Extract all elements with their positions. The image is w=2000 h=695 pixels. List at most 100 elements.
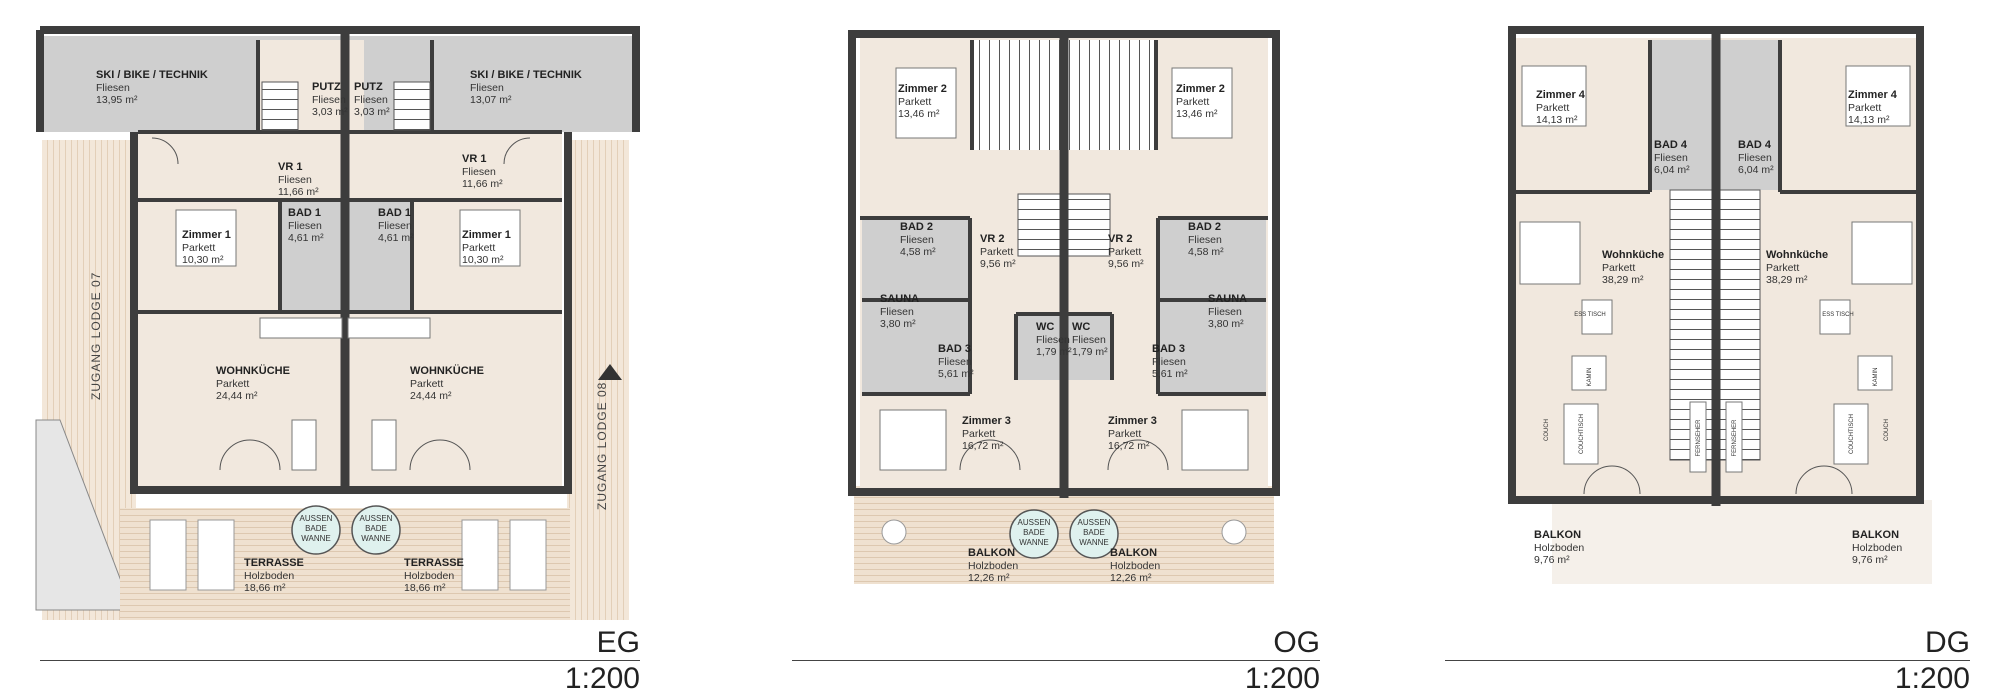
fireplace (1571, 355, 1607, 391)
bed (879, 409, 947, 471)
svg-text:BADE: BADE (305, 524, 327, 533)
dg-walls (1508, 26, 1924, 504)
bed (1521, 65, 1587, 127)
kitchen-counter (1519, 221, 1581, 285)
hot-tub-badge: AUSSEN BADE WANNE (351, 505, 401, 555)
hot-tub-badge: AUSSEN BADE WANNE (1009, 509, 1059, 559)
counter (347, 317, 431, 339)
plan-dg: ESS TISCH ESS TISCH KAMIN KAMIN COUCH CO… (1508, 26, 1932, 584)
kitchen-counter (1851, 221, 1913, 285)
furniture-label: FERNSEHER (1696, 419, 1702, 457)
eg-stair-2 (393, 81, 431, 131)
bed (1181, 409, 1249, 471)
bed (895, 67, 957, 139)
bed (1845, 65, 1911, 127)
coffee-table (1833, 403, 1869, 465)
scale-label: 1:200 (564, 662, 640, 695)
bed (459, 209, 521, 267)
svg-text:AUSSEN: AUSSEN (1018, 518, 1051, 527)
svg-text:WANNE: WANNE (1079, 538, 1108, 547)
dining-table (1819, 299, 1851, 335)
svg-text:BADE: BADE (1023, 528, 1045, 537)
svg-text:AUSSEN: AUSSEN (360, 514, 393, 523)
svg-text:AUSSEN: AUSSEN (300, 514, 333, 523)
furniture-label: KAMIN (1587, 367, 1593, 386)
scale-rule (792, 660, 1320, 661)
tv (1689, 401, 1707, 473)
svg-text:BADE: BADE (1083, 528, 1105, 537)
plan-eg: AUSSEN BADE WANNE AUSSEN BADE WANNE ZUGA… (35, 26, 640, 620)
wet-left (862, 218, 970, 394)
scale-rule (1445, 660, 1970, 661)
eg-walls (36, 26, 640, 494)
og-walls (848, 30, 1280, 496)
floor-label-dg: DG (1925, 626, 1970, 659)
balcony (1552, 500, 1932, 584)
scale-label: 1:200 (1894, 662, 1970, 695)
furniture-label: ESS TISCH (1822, 312, 1854, 318)
svg-text:BADE: BADE (365, 524, 387, 533)
fireplace (1857, 355, 1893, 391)
table (371, 419, 397, 471)
terrace (120, 508, 570, 620)
hot-tub-badge: AUSSEN BADE WANNE (1069, 509, 1119, 559)
svg-text:WANNE: WANNE (361, 534, 390, 543)
dining-table (1581, 299, 1613, 335)
furniture-label: FERNSEHER (1732, 419, 1738, 457)
furniture-label: KAMIN (1873, 367, 1879, 386)
furniture-label: COUCH (1884, 419, 1890, 441)
bed (175, 209, 237, 267)
plan-og: AUSSEN BADE WANNE AUSSEN BADE WANNE Zimm… (848, 30, 1280, 584)
tv (1725, 401, 1743, 473)
furniture-label: COUCH (1544, 419, 1550, 441)
coffee-table (1563, 403, 1599, 465)
wet-right (1158, 218, 1266, 394)
balcony (854, 486, 1274, 584)
furniture-label: COUCHTISCH (1849, 414, 1855, 454)
floor-label-og: OG (1273, 626, 1320, 659)
furniture-label: ESS TISCH (1574, 312, 1606, 318)
access-label: ZUGANG LODGE 08 (595, 382, 609, 510)
access-label: ZUGANG LODGE 07 (89, 272, 103, 400)
scale-label: 1:200 (1244, 662, 1320, 695)
counter (259, 317, 343, 339)
eg-stair (261, 81, 299, 131)
table (291, 419, 317, 471)
svg-text:AUSSEN: AUSSEN (1078, 518, 1111, 527)
svg-text:WANNE: WANNE (301, 534, 330, 543)
scale-rule (40, 660, 640, 661)
